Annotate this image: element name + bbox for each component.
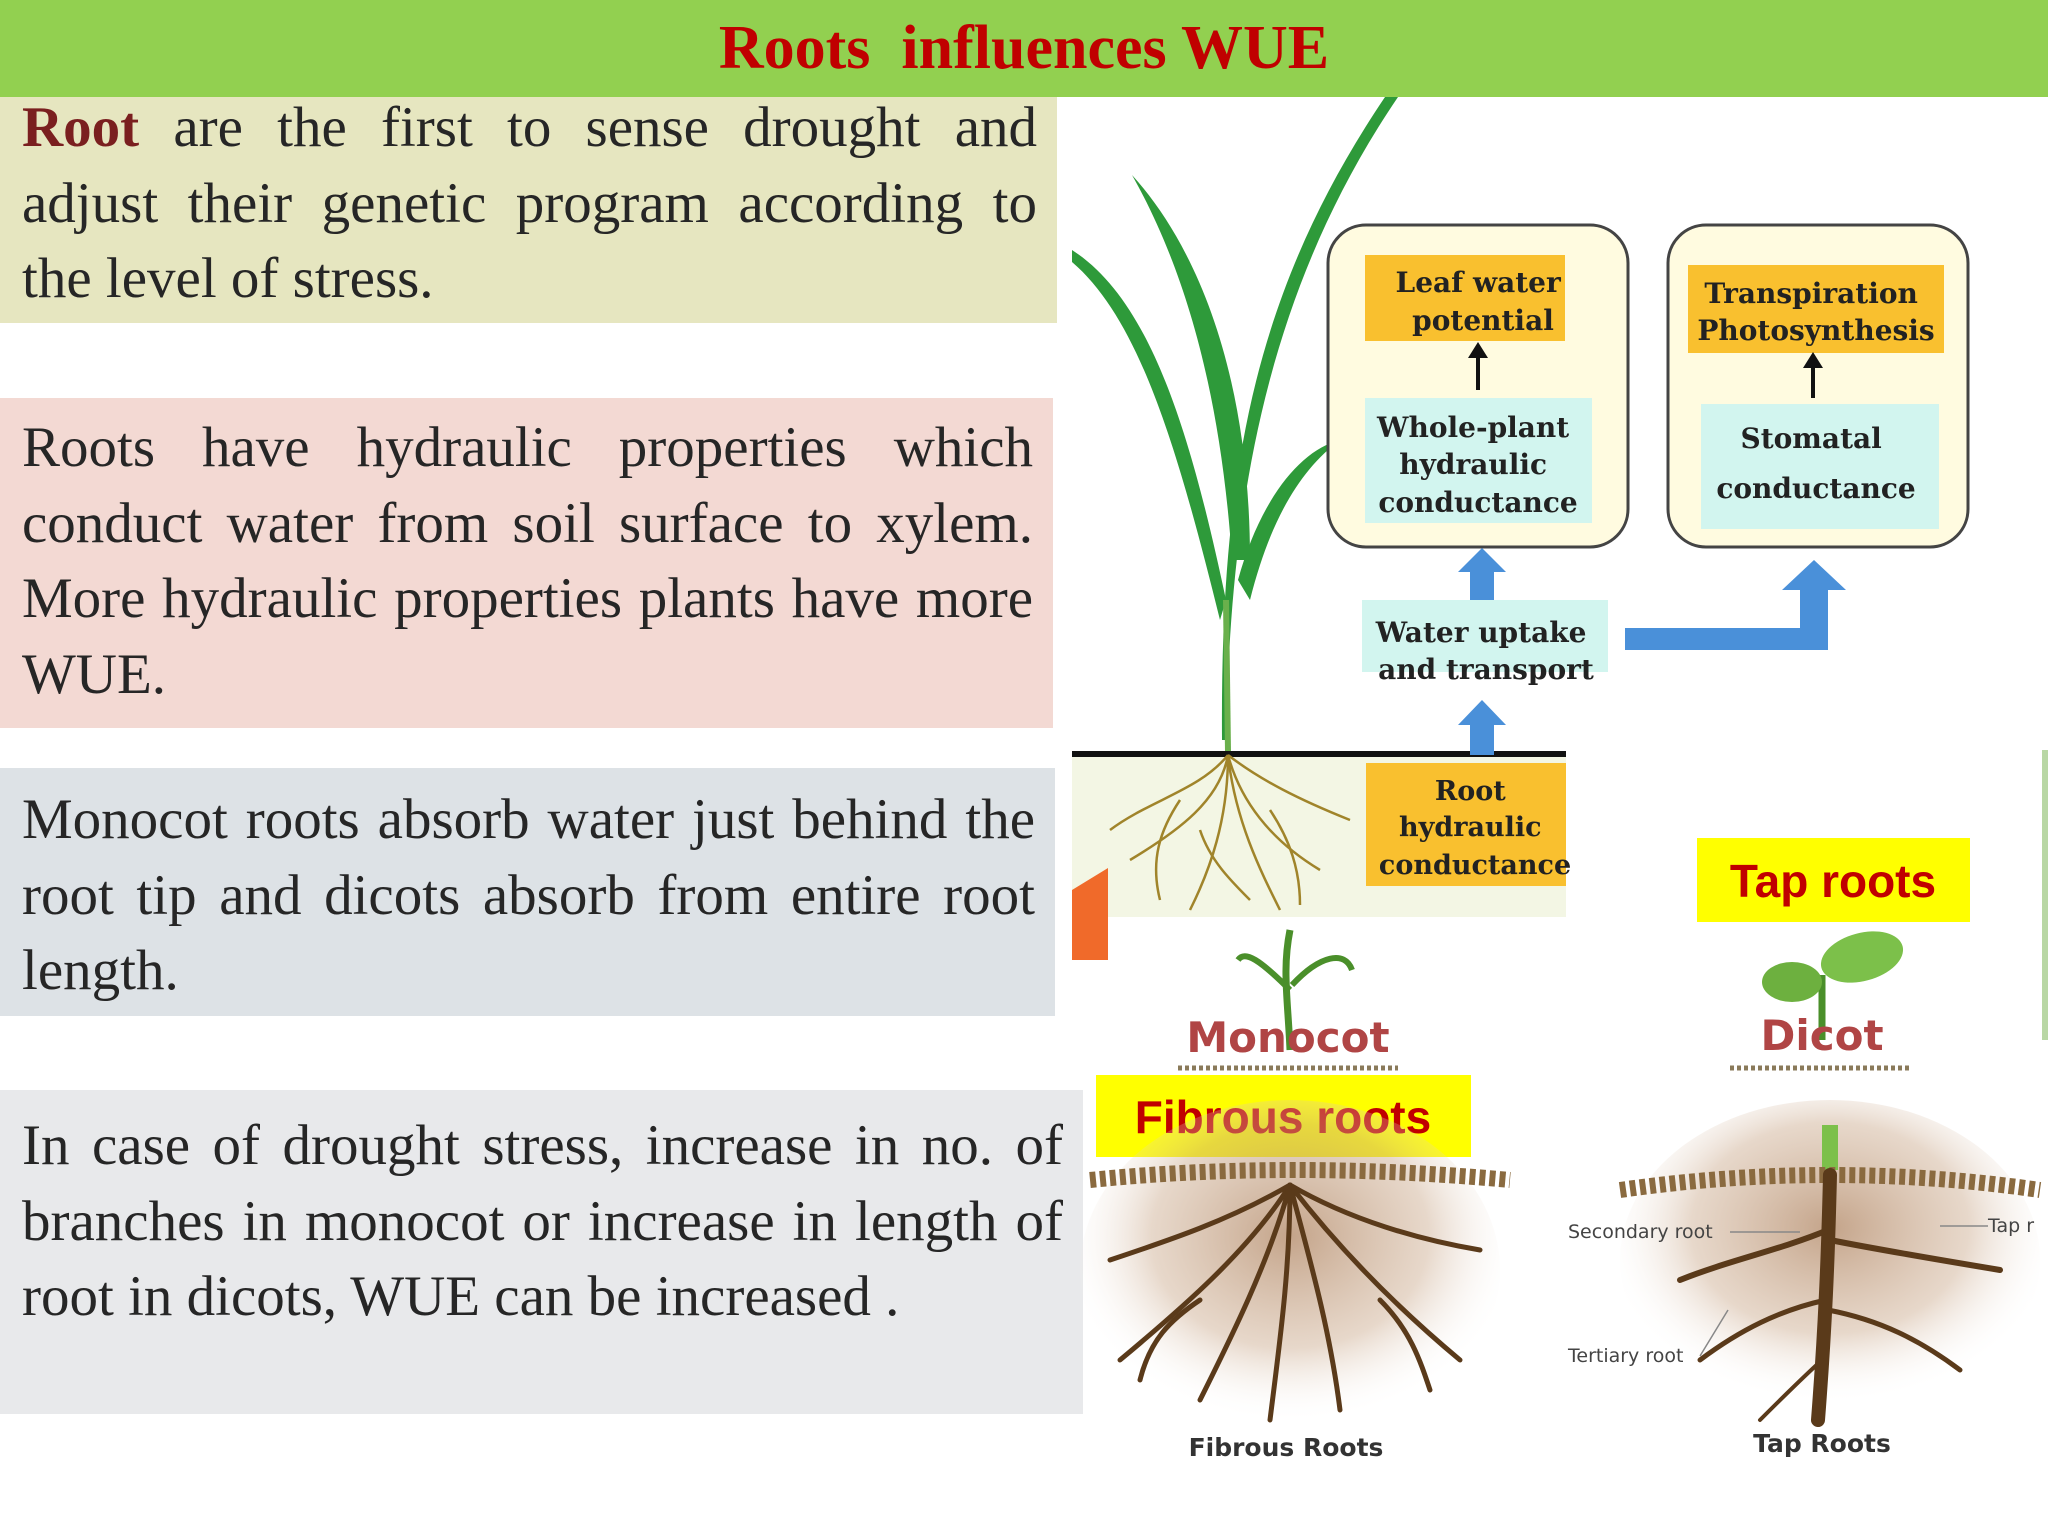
leaf-mid	[1132, 175, 1250, 560]
stem	[1223, 599, 1231, 753]
root-hydraulic-label: Root hydraulic conductance	[1379, 776, 1571, 881]
monocot-label: Monocot	[1186, 1013, 1389, 1062]
blue-arrow-up-upper	[1458, 548, 1506, 600]
tap-caption: Tap Roots	[1753, 1429, 1891, 1458]
arrow-up-2-head	[1803, 352, 1823, 368]
fibrous-root-lines	[1107, 1182, 1483, 1423]
monocot-seedling	[1235, 929, 1355, 1051]
water-uptake-box	[1362, 600, 1608, 672]
tap-roots-badge	[1697, 838, 1970, 922]
fibrous-soil-surface	[1089, 1162, 1511, 1188]
whole-plant-box	[1365, 398, 1592, 523]
fibrous-caption: Fibrous Roots	[1189, 1433, 1384, 1462]
text-panel-2: Roots have hydraulic properties which co…	[0, 398, 1053, 728]
root-system	[1109, 754, 1351, 911]
transpiration-label: Transpiration Photosynthesis	[1697, 277, 1934, 347]
arrow-up-1-head	[1468, 342, 1488, 358]
tertiary-root-pointer	[1699, 1309, 1729, 1357]
title-bar	[0, 0, 2048, 97]
text-panel-4: In case of drought stress, increase in n…	[0, 1090, 1083, 1414]
orange-arrow-fragment	[1072, 868, 1108, 960]
text-panel-3: Monocot roots absorb water just behind t…	[0, 768, 1055, 1016]
blue-arrow-up-lower	[1458, 700, 1506, 755]
transpiration-box	[1688, 265, 1944, 353]
panel-4-text: In case of drought stress, increase in n…	[22, 1114, 1063, 1328]
tap-roots-badge-text: Tap roots	[1730, 855, 1936, 907]
plant-illustration	[1072, 97, 1398, 753]
tertiary-root-label: Tertiary root	[1567, 1345, 1683, 1367]
panel-2-text: Roots have hydraulic properties which co…	[22, 416, 1033, 706]
tap-stem	[1822, 1125, 1838, 1170]
dicot-label: Dicot	[1760, 1011, 1883, 1060]
leaf-water-box	[1365, 255, 1565, 341]
secondary-root-label: Secondary root	[1568, 1221, 1713, 1243]
leaf-small	[1238, 440, 1340, 600]
leaf-tall	[1221, 97, 1398, 740]
fibrous-soil	[1080, 1100, 1500, 1440]
blue-arrow-right-up	[1625, 560, 1846, 650]
tap-root-label: Tap r	[1987, 1215, 2034, 1237]
panel-3-text: Monocot roots absorb water just behind t…	[22, 788, 1035, 1002]
whole-plant-label: Whole-plant hydraulic conductance	[1376, 411, 1579, 519]
text-panel-1: Root are the first to sense drought and …	[0, 96, 1057, 323]
stomatal-label: Stomatal conductance	[1716, 422, 1915, 505]
stomatal-box	[1701, 404, 1939, 529]
dicot-seedling	[1762, 931, 1904, 1040]
page-title: Roots influences WUE	[718, 14, 1330, 82]
leaf-water-label: Leaf water potential	[1396, 266, 1571, 337]
root-wue-diagram: Root hydraulic conductance Leaf water po…	[1072, 97, 2048, 1462]
root-hydraulic-box	[1366, 763, 1566, 886]
tap-root-lines	[1677, 1168, 2003, 1427]
panel-1-body: are the first to sense drought and adjus…	[22, 96, 1037, 310]
edge-fragment	[2042, 750, 2048, 1040]
panel-1-text: Root are the first to sense drought and …	[22, 90, 1037, 317]
water-uptake-label: Water uptake and transport	[1375, 616, 1596, 686]
panel-1-lead: Root	[22, 96, 140, 159]
